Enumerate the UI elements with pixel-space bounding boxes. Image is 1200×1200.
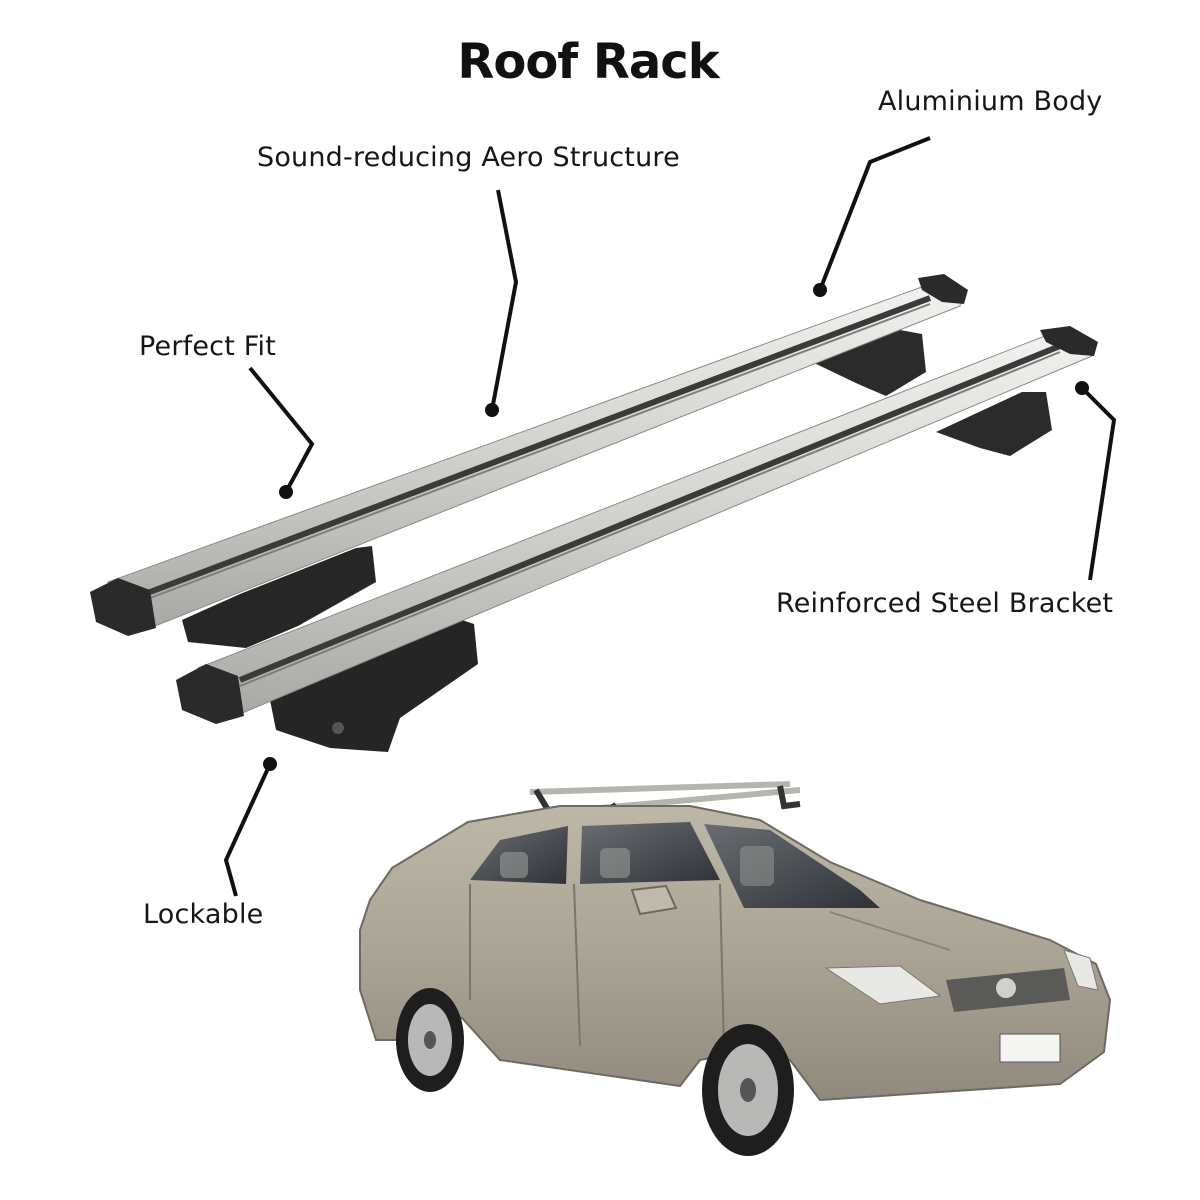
feature-label-perfect-fit: Perfect Fit <box>139 331 277 362</box>
feature-label-lockable: Lockable <box>143 899 264 930</box>
leader-steel <box>1075 381 1117 581</box>
leader-aluminium <box>813 136 931 297</box>
roof-bar-front <box>176 326 1098 752</box>
leader-fit <box>248 366 315 499</box>
roof-bar-rear <box>90 274 968 648</box>
leader-lockable <box>223 757 277 897</box>
leader-aero <box>485 189 519 417</box>
feature-label-aluminium-body: Aluminium Body <box>878 86 1103 117</box>
feature-label-aero-structure: Sound-reducing Aero Structure <box>257 142 680 173</box>
page-title: Roof Rack <box>457 34 719 90</box>
feature-label-steel-bracket: Reinforced Steel Bracket <box>776 588 1114 619</box>
car-illustration <box>359 781 1112 1156</box>
